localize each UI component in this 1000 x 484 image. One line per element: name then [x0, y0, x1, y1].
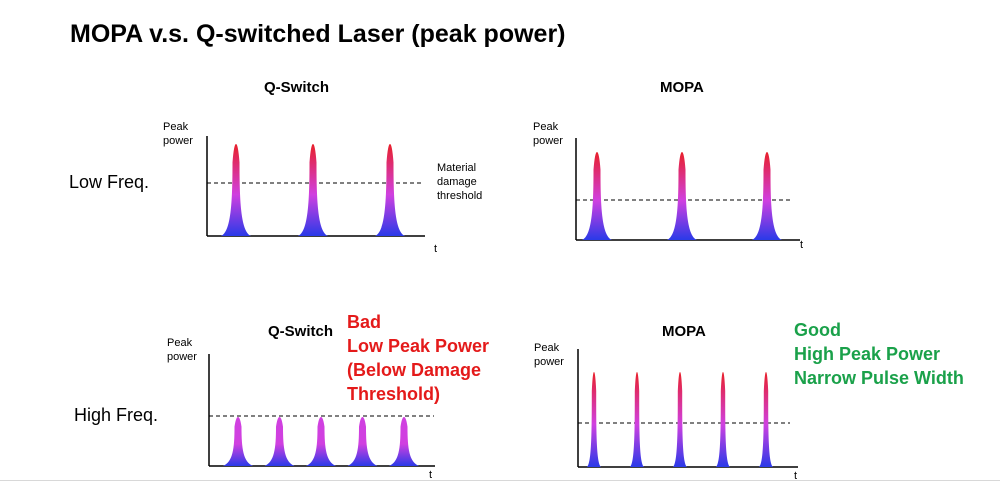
laser-pulse — [752, 152, 782, 240]
y-axis-label: Peak — [533, 121, 559, 133]
y-axis-label: power — [533, 135, 563, 147]
panel-title-mopa-high: MOPA — [662, 323, 706, 340]
laser-pulse — [582, 152, 612, 240]
y-axis-label: Peak — [163, 121, 189, 133]
panel-title-qswitch-high: Q-Switch — [268, 323, 334, 340]
threshold-label: threshold — [437, 190, 482, 202]
x-axis-label: t — [794, 470, 797, 482]
laser-pulse — [306, 417, 336, 466]
y-axis-label: Peak — [534, 342, 560, 354]
laser-pulse — [221, 144, 251, 236]
laser-pulse — [298, 144, 328, 236]
bad-note-line: Low Peak Power — [347, 336, 490, 356]
laser-pulse — [759, 372, 773, 467]
bad-note: Bad Low Peak Power (Below Damage Thresho… — [347, 310, 489, 406]
x-axis-label: t — [429, 469, 432, 481]
bad-note-line: Threshold) — [347, 384, 440, 404]
laser-pulse — [264, 417, 295, 466]
y-axis-label: power — [163, 135, 193, 147]
bad-note-line: Bad — [347, 312, 382, 332]
laser-pulse — [347, 417, 378, 466]
bottom-divider — [0, 480, 1000, 481]
slide-title: MOPA v.s. Q-switched Laser (peak power) — [70, 20, 566, 48]
row-label-high-freq: High Freq. — [74, 405, 159, 425]
threshold-label: Material — [437, 162, 476, 174]
laser-pulse — [223, 417, 253, 466]
x-axis-label: t — [800, 239, 803, 251]
laser-pulse — [389, 417, 419, 466]
laser-pulse — [375, 144, 405, 236]
y-axis-label: Peak — [167, 337, 193, 349]
good-note: Good High Peak Power Narrow Pulse Width — [794, 318, 964, 390]
bad-note-line: (Below Damage — [347, 360, 482, 380]
laser-pulse — [716, 372, 730, 467]
panel-title-qswitch-low: Q-Switch — [264, 79, 330, 96]
laser-pulse — [587, 372, 601, 467]
good-note-line: Narrow Pulse Width — [794, 368, 964, 388]
laser-pulse — [667, 152, 697, 240]
good-note-line: High Peak Power — [794, 344, 941, 364]
x-axis-label: t — [434, 243, 437, 255]
row-label-low-freq: Low Freq. — [69, 172, 150, 192]
laser-pulse — [673, 372, 687, 467]
laser-pulse — [630, 372, 644, 467]
threshold-label: damage — [437, 176, 477, 188]
y-axis-label: power — [167, 351, 197, 363]
y-axis-label: power — [534, 356, 564, 368]
good-note-line: Good — [794, 320, 841, 340]
panel-title-mopa-low: MOPA — [660, 79, 704, 96]
